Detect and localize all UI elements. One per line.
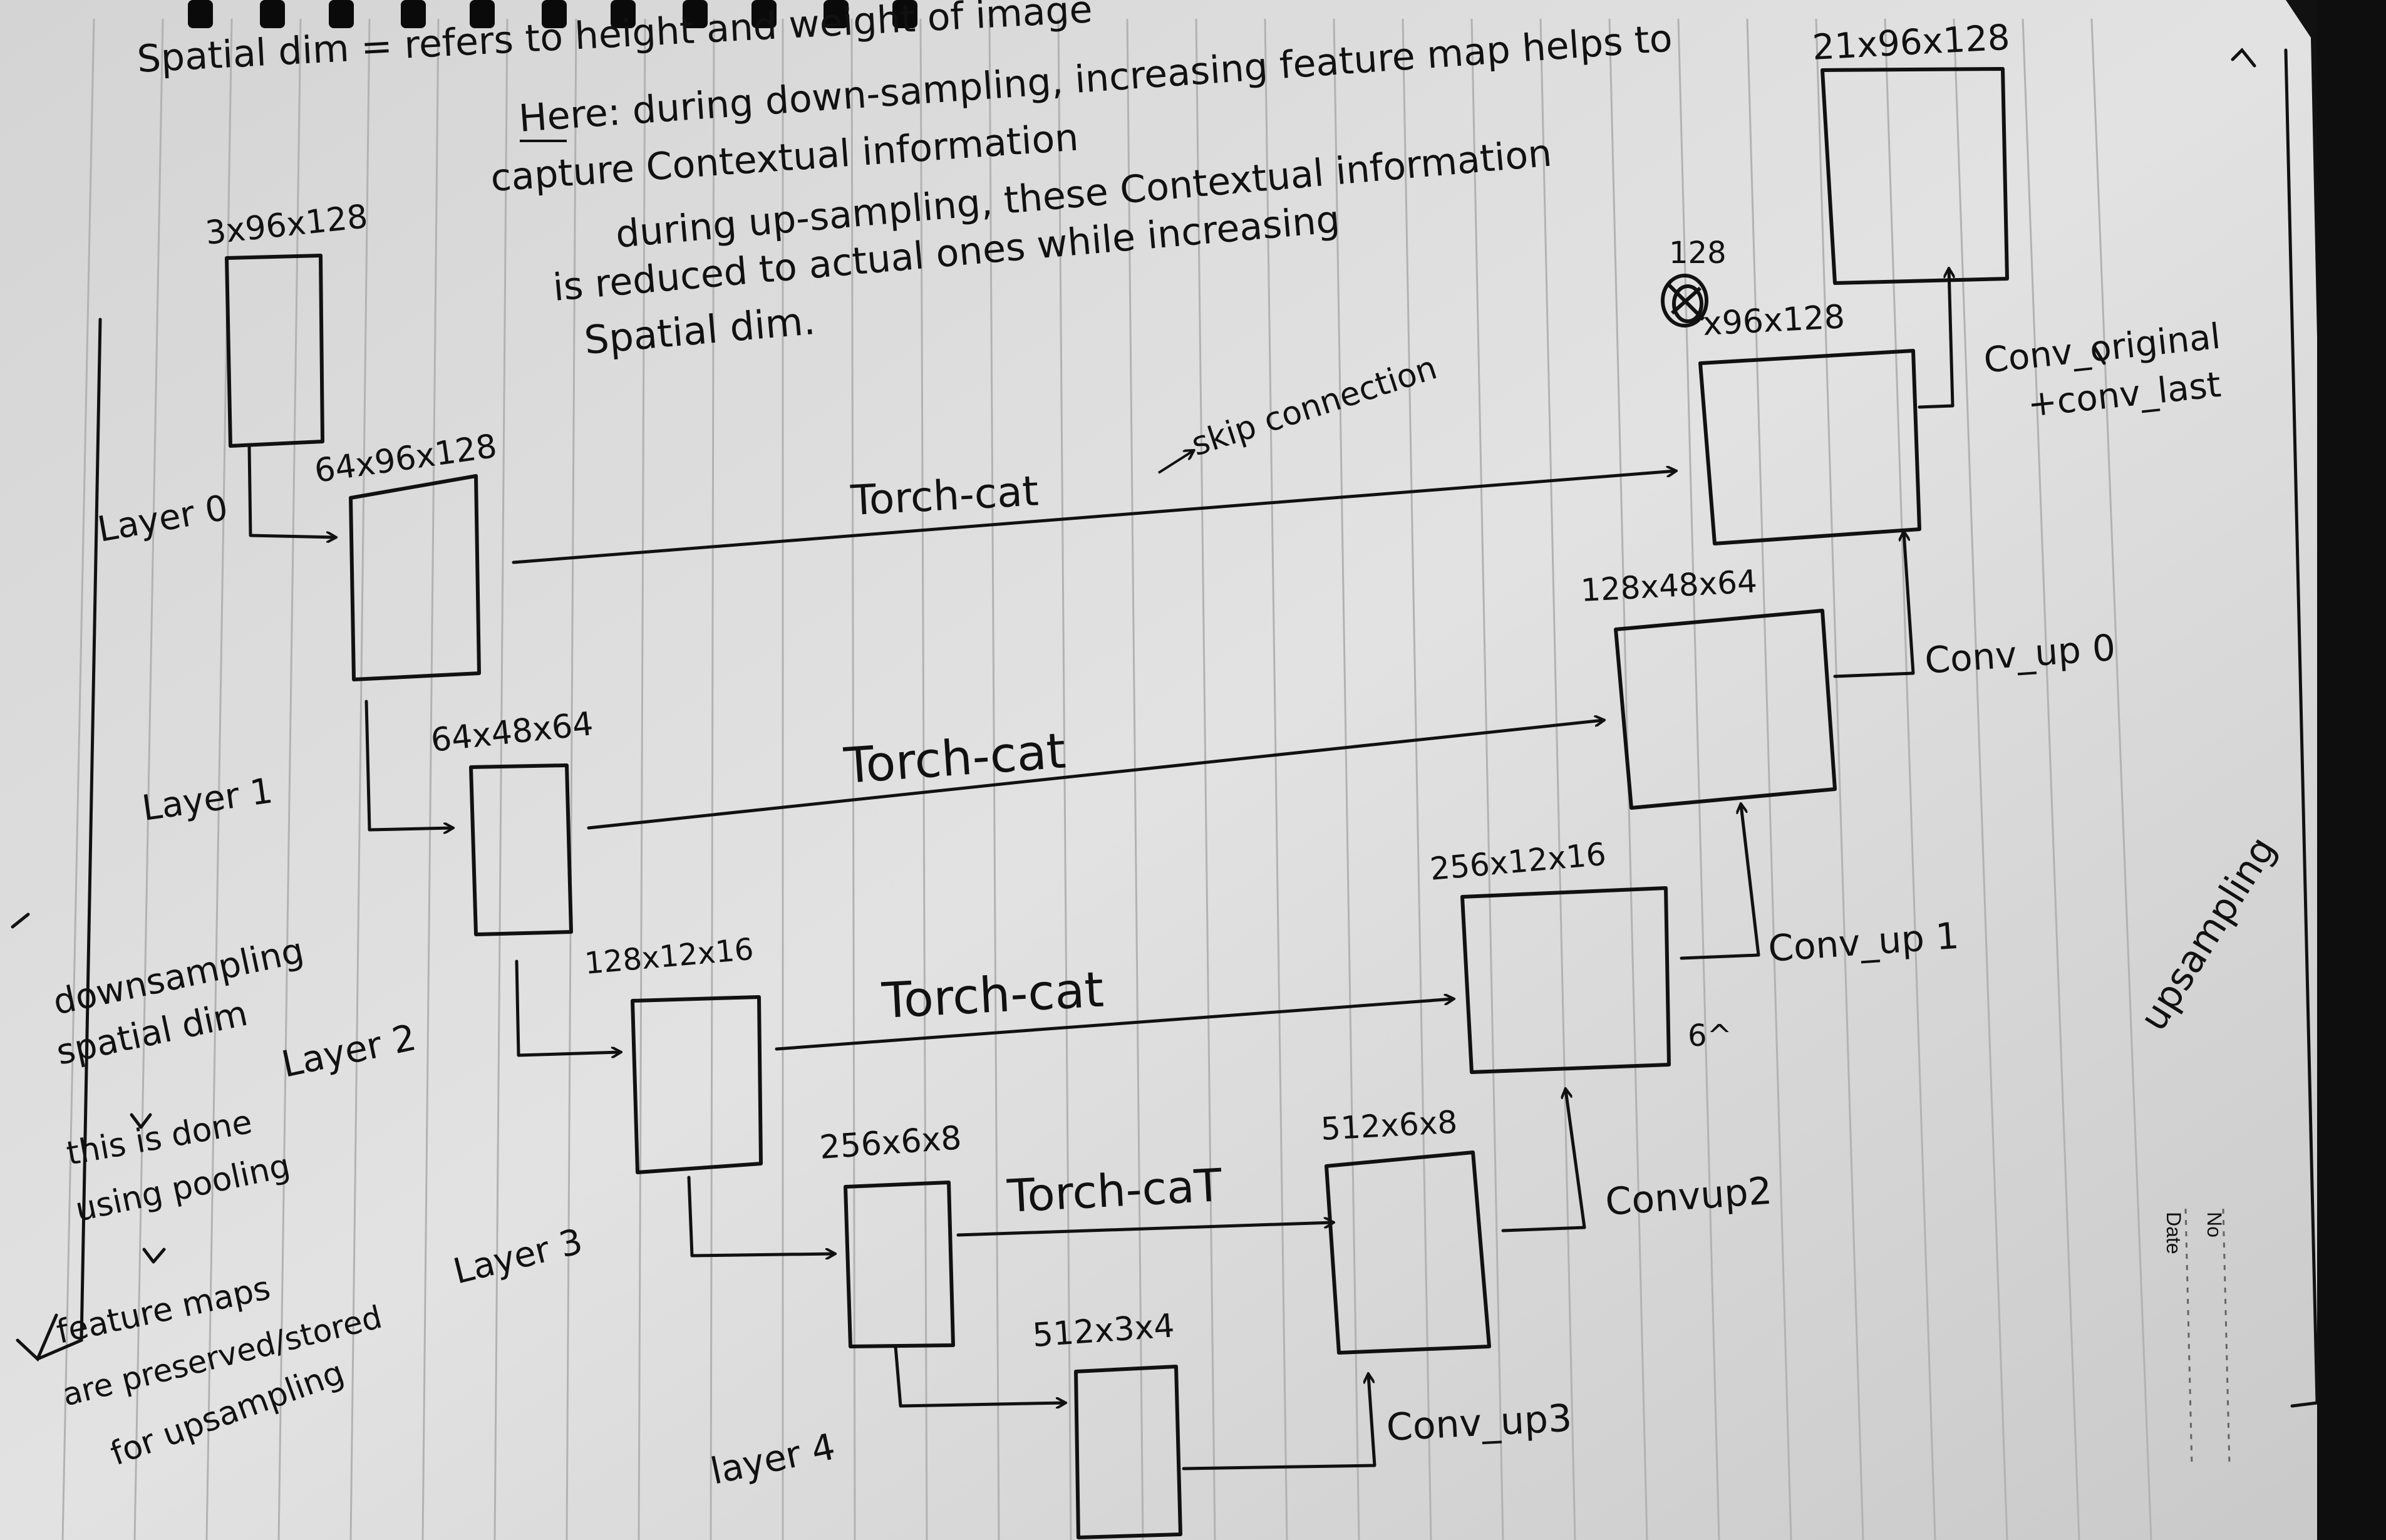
upsampling-arrowhead xyxy=(2231,48,2256,68)
up0-box xyxy=(1614,609,1837,810)
conn-upconcat-output xyxy=(1918,269,1953,409)
layer2-box xyxy=(631,995,763,1174)
date-lines xyxy=(2184,1208,2231,1466)
up2-dims: 512x6x8 xyxy=(1320,1104,1459,1147)
upsampling-bracket xyxy=(2284,48,2319,1408)
no-label: No xyxy=(2203,1212,2226,1238)
torch-cat-label-2: Torch-cat xyxy=(880,962,1105,1030)
date-label: Date xyxy=(2162,1212,2185,1254)
skip-connection-pointer xyxy=(1157,451,1193,474)
conn-input-layer0 xyxy=(247,444,335,537)
upconcat-dims-a: 128 xyxy=(1669,235,1727,271)
conn-up0-upconcat xyxy=(1833,532,1915,678)
layer3-box xyxy=(844,1181,955,1348)
downsampling-bracket xyxy=(36,318,102,1361)
upconcat0-box xyxy=(1698,349,1921,545)
dark-background xyxy=(2317,0,2386,1540)
layer0-box xyxy=(349,474,481,681)
conn-layer1-layer2 xyxy=(515,959,620,1055)
layer4-box xyxy=(1074,1365,1182,1539)
input-box xyxy=(225,254,324,448)
conn-layer0-layer1 xyxy=(364,700,452,830)
torch-cat-label-3: Torch-caT xyxy=(1005,1159,1224,1222)
skip-arrow-0 xyxy=(512,471,1675,564)
conn-up2-up1 xyxy=(1501,1090,1586,1233)
conn-layer4-up2 xyxy=(1182,1375,1376,1470)
up2-box xyxy=(1325,1150,1491,1355)
skip-arrow-2 xyxy=(775,999,1453,1051)
skip-arrow-1 xyxy=(587,720,1603,830)
upconcat-dims-b: x96x128 xyxy=(1702,298,1846,343)
layer1-box xyxy=(469,763,573,936)
down-arrow-1 xyxy=(130,1113,152,1129)
stray-mark: 6^ xyxy=(1688,1018,1732,1053)
torch-cat-label-0: Torch-cat xyxy=(849,467,1040,525)
skip-arrow-3 xyxy=(956,1222,1333,1237)
conn-layer3-layer4 xyxy=(894,1345,1065,1406)
down-arrow-2 xyxy=(142,1248,166,1264)
output-box xyxy=(1820,67,2009,285)
check-mark xyxy=(16,1313,58,1362)
scribble-mark xyxy=(1661,274,1708,328)
tick-mark xyxy=(2093,346,2106,365)
ruled-lines xyxy=(61,18,2152,1540)
conn-up1-up0 xyxy=(1680,805,1760,960)
spiral-binding xyxy=(188,0,917,28)
up1-box xyxy=(1460,886,1671,1074)
conv-up3-label: Conv_up3 xyxy=(1385,1397,1573,1450)
conn-layer2-layer3 xyxy=(687,1176,834,1256)
bracket-tick xyxy=(11,912,30,929)
